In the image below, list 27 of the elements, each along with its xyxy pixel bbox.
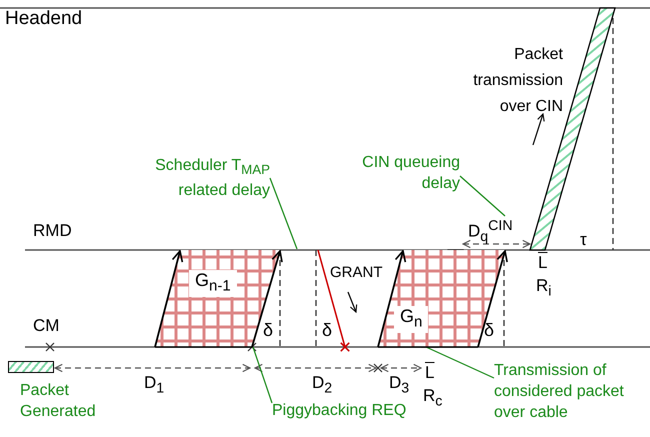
leader-line [460,176,506,216]
annotation-text: Packet transmission over CIN [472,45,563,117]
lane-label: Headend [5,8,82,29]
delay-symbol: δ [484,320,494,341]
fraction-numerator: L [538,252,548,273]
lane-label: CM [33,315,60,336]
delay-symbol: δ [322,320,332,341]
leader-line [252,346,273,404]
delay-symbol: τ [580,229,587,250]
annotation-text: CIN queueing delay [338,152,460,194]
grant-label: G$_{n-1}$ [189,270,237,297]
annotation-text: Transmission of considered packet over cable [494,360,644,423]
delay-symbol: δ [263,320,274,341]
delay-symbol: D$_{1}$ [144,372,164,398]
grant-label: G$_{n}$ [394,306,428,333]
fraction-numerator: L [425,362,434,383]
delay-symbol: D$_{3}$ [389,372,410,398]
annotation-text: Scheduler T$_{MAP}$ related delay [118,155,270,202]
leader-line [426,346,494,379]
fraction-denominator: R$_{i}$ [536,275,552,302]
fraction-denominator: R$_{c}$ [423,385,442,412]
lane-label: RMD [33,220,72,241]
arrow-label: GRANT [330,263,382,283]
annotation-text: Packet Generated [20,381,97,422]
annotation-text: Piggybacking REQ [272,400,422,421]
delay-symbol: D$_{2}$ [312,372,332,398]
leader-line [269,178,298,250]
